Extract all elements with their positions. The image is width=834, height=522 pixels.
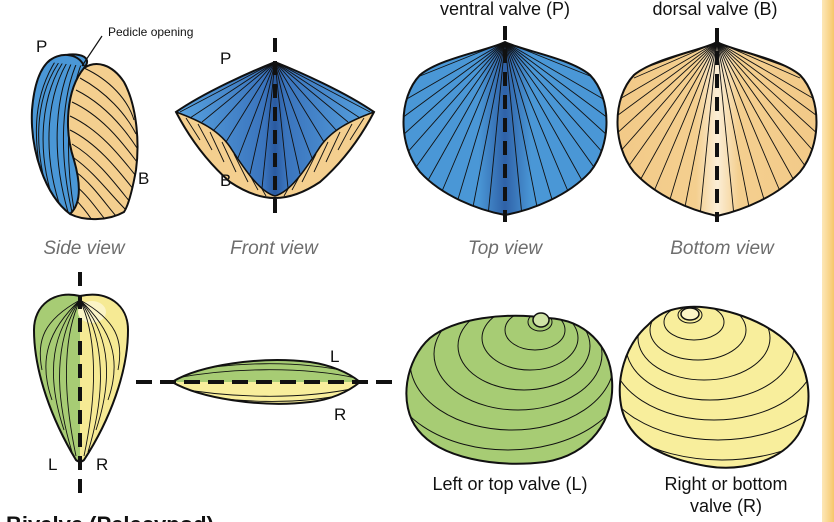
right-valve-caption-line2: valve (R) bbox=[690, 496, 762, 516]
side-view-caption: Side view bbox=[43, 238, 126, 259]
right-valve-caption-line1: Right or bottom bbox=[664, 474, 787, 494]
pedicle-opening-label: Pedicle opening bbox=[108, 25, 193, 39]
bivalve-side-view bbox=[32, 272, 130, 498]
decorative-edge-bar bbox=[822, 0, 834, 522]
brachiopod-side-view bbox=[30, 35, 139, 220]
brachiopod-top-view bbox=[402, 26, 608, 222]
side-b-label: B bbox=[138, 169, 149, 188]
bivalve-side-l-label: L bbox=[48, 455, 57, 474]
top-view-caption: Top view bbox=[468, 238, 544, 259]
bivalve-left-valve bbox=[405, 312, 614, 465]
ventral-valve-label: ventral valve (P) bbox=[440, 0, 570, 19]
bivalve-right-valve bbox=[618, 305, 810, 469]
edge-r-label: R bbox=[334, 405, 346, 424]
front-b-label: B bbox=[220, 171, 231, 190]
front-view-caption: Front view bbox=[230, 238, 319, 259]
brachiopod-bottom-view bbox=[616, 28, 818, 222]
front-p-label: P bbox=[220, 49, 231, 68]
dorsal-valve-label: dorsal valve (B) bbox=[652, 0, 777, 19]
brachiopod-front-view bbox=[174, 38, 376, 216]
left-valve-caption: Left or top valve (L) bbox=[432, 474, 587, 494]
bivalve-section-title: Bivalve (Pelecypod) bbox=[6, 512, 214, 522]
side-p-label: P bbox=[36, 37, 47, 56]
bottom-view-caption: Bottom view bbox=[670, 238, 775, 259]
bivalve-edge-view bbox=[136, 359, 396, 405]
bivalve-side-r-label: R bbox=[96, 455, 108, 474]
edge-l-label: L bbox=[330, 347, 339, 366]
